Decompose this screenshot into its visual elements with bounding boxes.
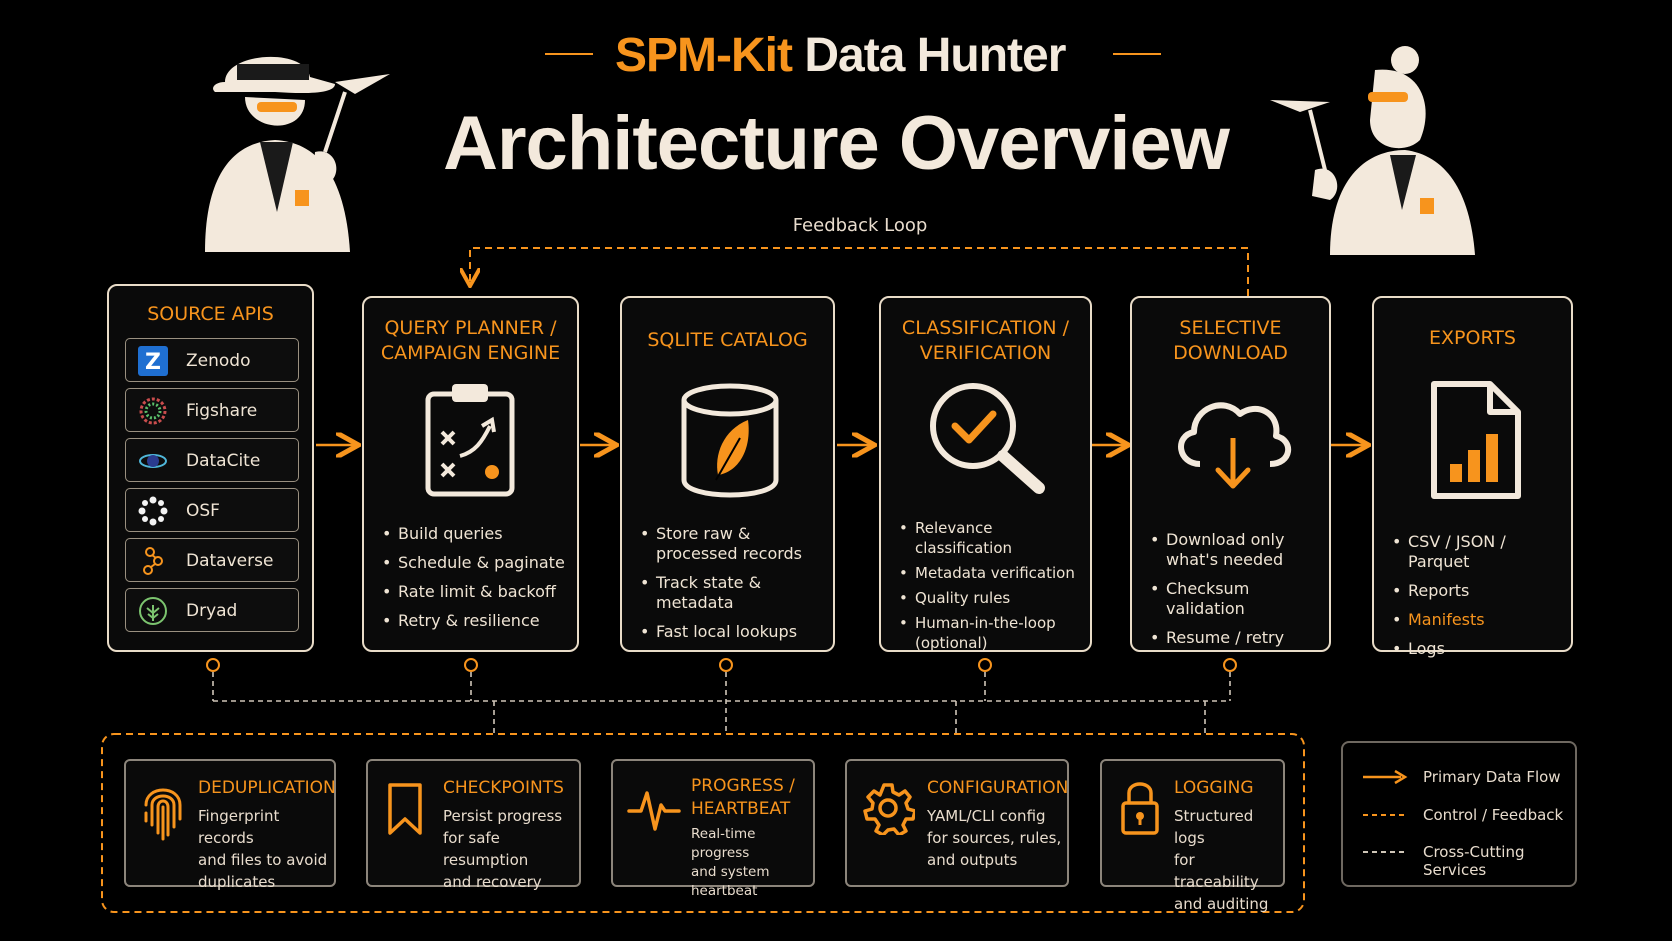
fingerprint-icon [144,788,182,841]
legend-swatches [1363,769,1408,853]
exports-title: EXPORTS [1429,327,1516,349]
title-rest: Data Hunter [804,29,1066,82]
exports-bullets: CSV / JSON / ParquetReportsManifestsLogs [1392,532,1561,668]
checkpoints-title: CHECKPOINTS [443,778,564,798]
lock-icon [1121,782,1159,835]
deduplication-title: DEDUPLICATION [198,778,336,798]
source-dryad[interactable]: Dryad [125,588,299,632]
classification-bullets: Relevance classificationMetadata verific… [899,518,1080,662]
query-planner-title: QUERY PLANNER /CAMPAIGN ENGINE [380,317,561,364]
database-feather-icon [681,383,779,498]
legend-cross-cutting: Cross-Cutting Services [1423,843,1525,879]
dataverse-icon [143,547,163,575]
title-brand: SPM-Kit [615,29,793,82]
figshare-icon [139,397,167,425]
sqlite-catalog-panel: SQLITE CATALOG Store raw & processed rec… [620,296,835,652]
document-chart-icon [1431,381,1521,499]
datacite-icon [139,454,167,468]
selective-download-bullets: Download only what's neededChecksum vali… [1150,530,1319,657]
progress-heartbeat-title: PROGRESS /HEARTBEAT [691,776,795,819]
heartbeat-pulse-icon [627,791,681,831]
configuration-title: CONFIGURATION [927,778,1069,798]
exports-panel: EXPORTS CSV / JSON / ParquetReportsManif… [1372,296,1573,659]
main-title: SPM-Kit Data Hunter [545,28,1161,83]
gear-icon [863,783,915,835]
svg-text:Z: Z [145,350,161,375]
source-zenodo[interactable]: Z Zenodo [125,338,299,382]
zenodo-icon: Z [138,346,168,376]
legend-primary-flow: Primary Data Flow [1423,768,1561,786]
source-apis-title: SOURCE APIS [147,303,274,325]
query-planner-panel: QUERY PLANNER /CAMPAIGN ENGINE Build que… [362,296,579,652]
services-frame [101,733,1305,913]
dryad-icon [139,597,167,625]
feedback-loop-label: Feedback Loop [792,215,928,236]
title-ornament-right [1113,53,1161,55]
sqlite-catalog-bullets: Store raw & processed recordsTrack state… [640,524,823,651]
feedback-loop-line [470,247,1249,296]
logging-title: LOGGING [1174,778,1254,798]
osf-icon [138,496,168,526]
query-planner-bullets: Build queriesSchedule & paginateRate lim… [382,524,567,640]
source-apis-panel: SOURCE APIS Z Zenodo Figshare DataCite O… [107,284,314,652]
classification-title: CLASSIFICATION /VERIFICATION [901,317,1070,364]
title-ornament-left [545,53,593,55]
source-figshare[interactable]: Figshare [125,388,299,432]
detective-left-illustration [205,56,390,252]
cloud-download-icon [1178,402,1292,489]
legend: Primary Data Flow Control / Feedback Cro… [1341,741,1577,887]
clipboard-strategy-icon [425,384,515,497]
bookmark-icon [388,783,422,835]
classification-panel: CLASSIFICATION /VERIFICATION Relevance c… [879,296,1092,652]
source-osf[interactable]: OSF [125,488,299,532]
magnifier-check-icon [930,383,1045,494]
subtitle: Architecture Overview [443,101,1230,186]
source-datacite[interactable]: DataCite [125,438,299,482]
source-dataverse[interactable]: Dataverse [125,538,299,582]
legend-control-feedback: Control / Feedback [1423,806,1564,824]
detective-right-illustration [1270,46,1475,255]
sqlite-catalog-title: SQLITE CATALOG [647,329,808,351]
